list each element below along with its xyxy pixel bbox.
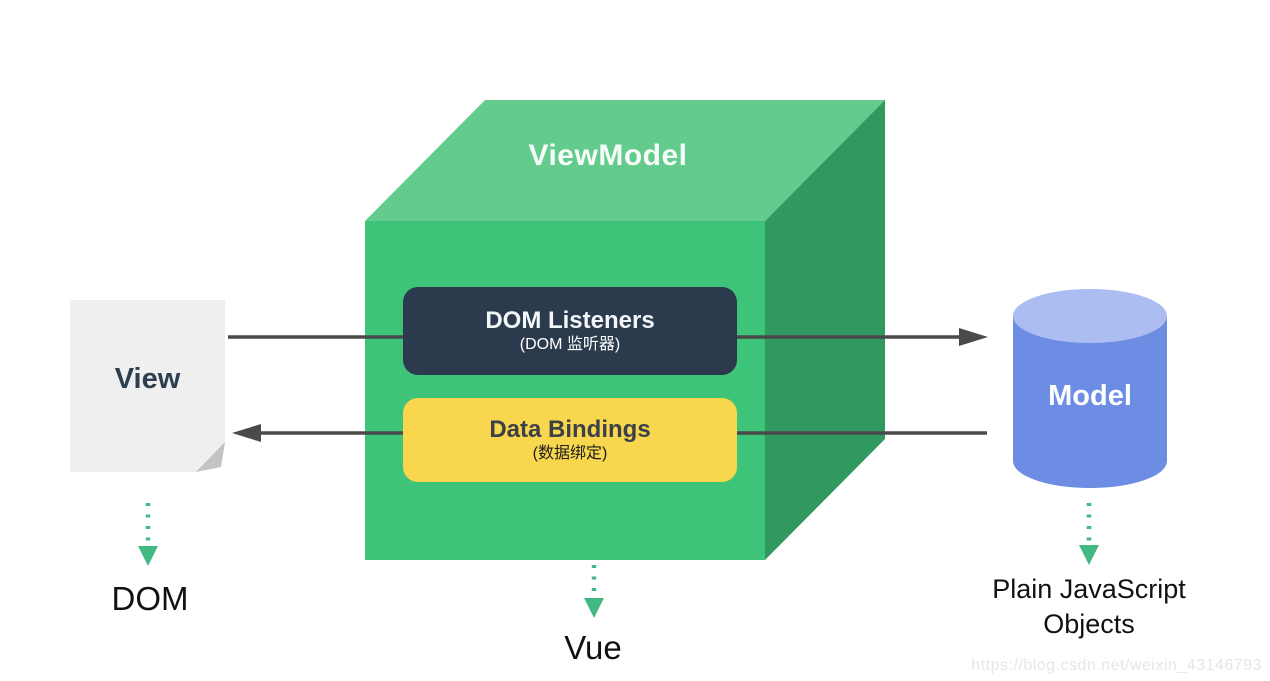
cube-front-face	[365, 221, 765, 560]
watermark-url: https://blog.csdn.net/weixin_43146793	[971, 657, 1262, 674]
cube-vue-arrow-icon	[584, 598, 604, 618]
model-pjo-arrow-icon	[1079, 545, 1099, 565]
view-dom-arrow-icon	[138, 546, 158, 566]
arrow-left-icon	[232, 424, 261, 442]
cube-top-face	[365, 100, 885, 221]
data-bindings-box	[403, 398, 737, 482]
dom-listeners-box	[403, 287, 737, 375]
model-cylinder-top	[1013, 289, 1167, 343]
cube-right-face	[765, 100, 885, 560]
arrow-right-icon	[959, 328, 988, 346]
view-note-fold-icon	[196, 442, 225, 472]
view-note-icon	[70, 300, 225, 472]
